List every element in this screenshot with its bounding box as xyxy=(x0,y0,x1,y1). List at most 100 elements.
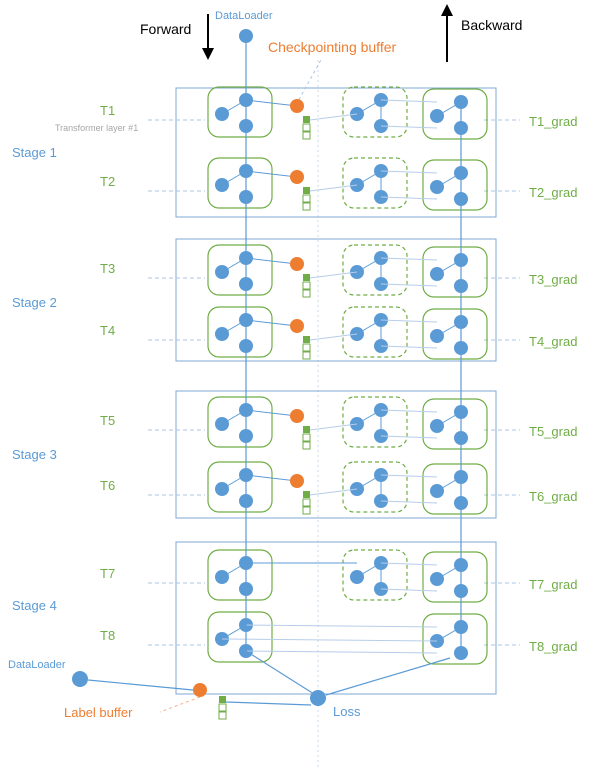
neuron-node xyxy=(215,570,229,584)
checkpoint-buffer-label: Checkpointing buffer xyxy=(268,39,396,55)
activation-edge xyxy=(221,638,438,642)
flow-nodes xyxy=(72,29,326,720)
label-buffer-leader xyxy=(159,696,201,713)
flow-edges xyxy=(87,43,465,706)
recompute-edge xyxy=(380,345,438,349)
neuron-node xyxy=(215,107,229,121)
activation-edge xyxy=(245,650,438,654)
transformer-layer-note: Transformer layer #1 xyxy=(55,123,138,133)
stage-box xyxy=(175,87,497,218)
layer-label: T3 xyxy=(100,261,115,276)
checkpoint-leader xyxy=(295,57,323,106)
restore-edge xyxy=(309,271,358,279)
restore-edge xyxy=(309,423,358,431)
layer-label: T1 xyxy=(100,103,115,118)
neuron-node xyxy=(215,178,229,192)
neuron-node xyxy=(430,329,444,343)
recompute-edge xyxy=(380,99,438,103)
buffer-slot xyxy=(218,703,227,712)
buffer-slot xyxy=(302,498,311,507)
dataloader-top-label: DataLoader xyxy=(215,10,273,22)
layer-block xyxy=(207,306,273,358)
layer-block xyxy=(422,398,488,450)
layer-block xyxy=(422,88,488,140)
recompute-edge xyxy=(380,588,438,592)
buffer-slot-filled xyxy=(303,187,310,194)
recompute-edge xyxy=(380,409,438,413)
layer-block xyxy=(422,551,488,603)
recompute-block xyxy=(342,157,408,209)
neuron-node xyxy=(430,109,444,123)
recompute-edge xyxy=(380,319,438,323)
recompute-block xyxy=(342,244,408,296)
checkpoint-edge xyxy=(245,474,298,482)
layer-label: T8 xyxy=(100,628,115,643)
buffer-slot xyxy=(302,506,311,515)
buffer-slot xyxy=(302,289,311,298)
checkpoint-edge xyxy=(245,409,298,417)
forward-label: Forward xyxy=(140,21,191,37)
layer-block xyxy=(207,549,273,601)
neuron-node xyxy=(215,417,229,431)
stage-box xyxy=(175,238,497,362)
output-to-loss-edge xyxy=(245,650,315,695)
grad-label: T4_grad xyxy=(529,334,577,349)
text-labels: Forward Backward DataLoader Checkpointin… xyxy=(8,10,577,720)
stage-label: Stage 4 xyxy=(12,598,57,613)
buffer-slot xyxy=(302,123,311,132)
checkpoint-node xyxy=(290,99,304,113)
buffer-slot-filled xyxy=(303,336,310,343)
neuron-node xyxy=(430,180,444,194)
buffer-slot xyxy=(302,433,311,442)
buffer-slot xyxy=(302,281,311,290)
buffer-slot xyxy=(302,194,311,203)
stage-label: Stage 1 xyxy=(12,145,57,160)
checkpoint-node xyxy=(290,409,304,423)
dataloader-top-node xyxy=(239,29,253,43)
direction-arrows xyxy=(202,4,453,62)
recompute-edge xyxy=(380,196,438,200)
layer-block xyxy=(422,463,488,515)
neuron-node xyxy=(430,572,444,586)
recompute-edge xyxy=(380,170,438,174)
restore-edge xyxy=(309,488,358,496)
layer-block xyxy=(207,86,273,138)
dataloader-left-node xyxy=(72,671,88,687)
recompute-block xyxy=(342,86,408,138)
recompute-block xyxy=(342,306,408,358)
label-edge xyxy=(87,679,194,691)
backward-label: Backward xyxy=(461,17,522,33)
recompute-edge xyxy=(380,435,438,439)
loss-node xyxy=(310,690,326,706)
layer-label: T7 xyxy=(100,566,115,581)
recompute-edge xyxy=(380,125,438,129)
buffer-slot-filled xyxy=(303,116,310,123)
buffer-slot-filled xyxy=(303,491,310,498)
neuron-node xyxy=(350,570,364,584)
buffer-slot xyxy=(302,202,311,211)
layer-block xyxy=(422,308,488,360)
buffer-slot xyxy=(302,351,311,360)
checkpoint-node xyxy=(290,257,304,271)
layer-block xyxy=(207,244,273,296)
recompute-edge xyxy=(380,500,438,504)
buffer-slot xyxy=(218,711,227,720)
recompute-edge xyxy=(380,283,438,287)
stage-box xyxy=(175,390,497,519)
recompute-edge xyxy=(380,257,438,261)
restore-edge xyxy=(309,184,358,192)
stage-label: Stage 2 xyxy=(12,295,57,310)
dataloader-left-label: DataLoader xyxy=(8,659,66,671)
label-buffer-label: Label buffer xyxy=(64,705,133,720)
recompute-block xyxy=(342,461,408,513)
neuron-node xyxy=(215,265,229,279)
neuron-node xyxy=(430,484,444,498)
checkpoint-node xyxy=(290,170,304,184)
label-buffer-node xyxy=(193,683,207,697)
recompute-edge xyxy=(380,562,438,566)
checkpoint-node xyxy=(290,319,304,333)
buffer-slot xyxy=(302,441,311,450)
neuron-node xyxy=(430,267,444,281)
stage-boxes xyxy=(175,87,497,695)
